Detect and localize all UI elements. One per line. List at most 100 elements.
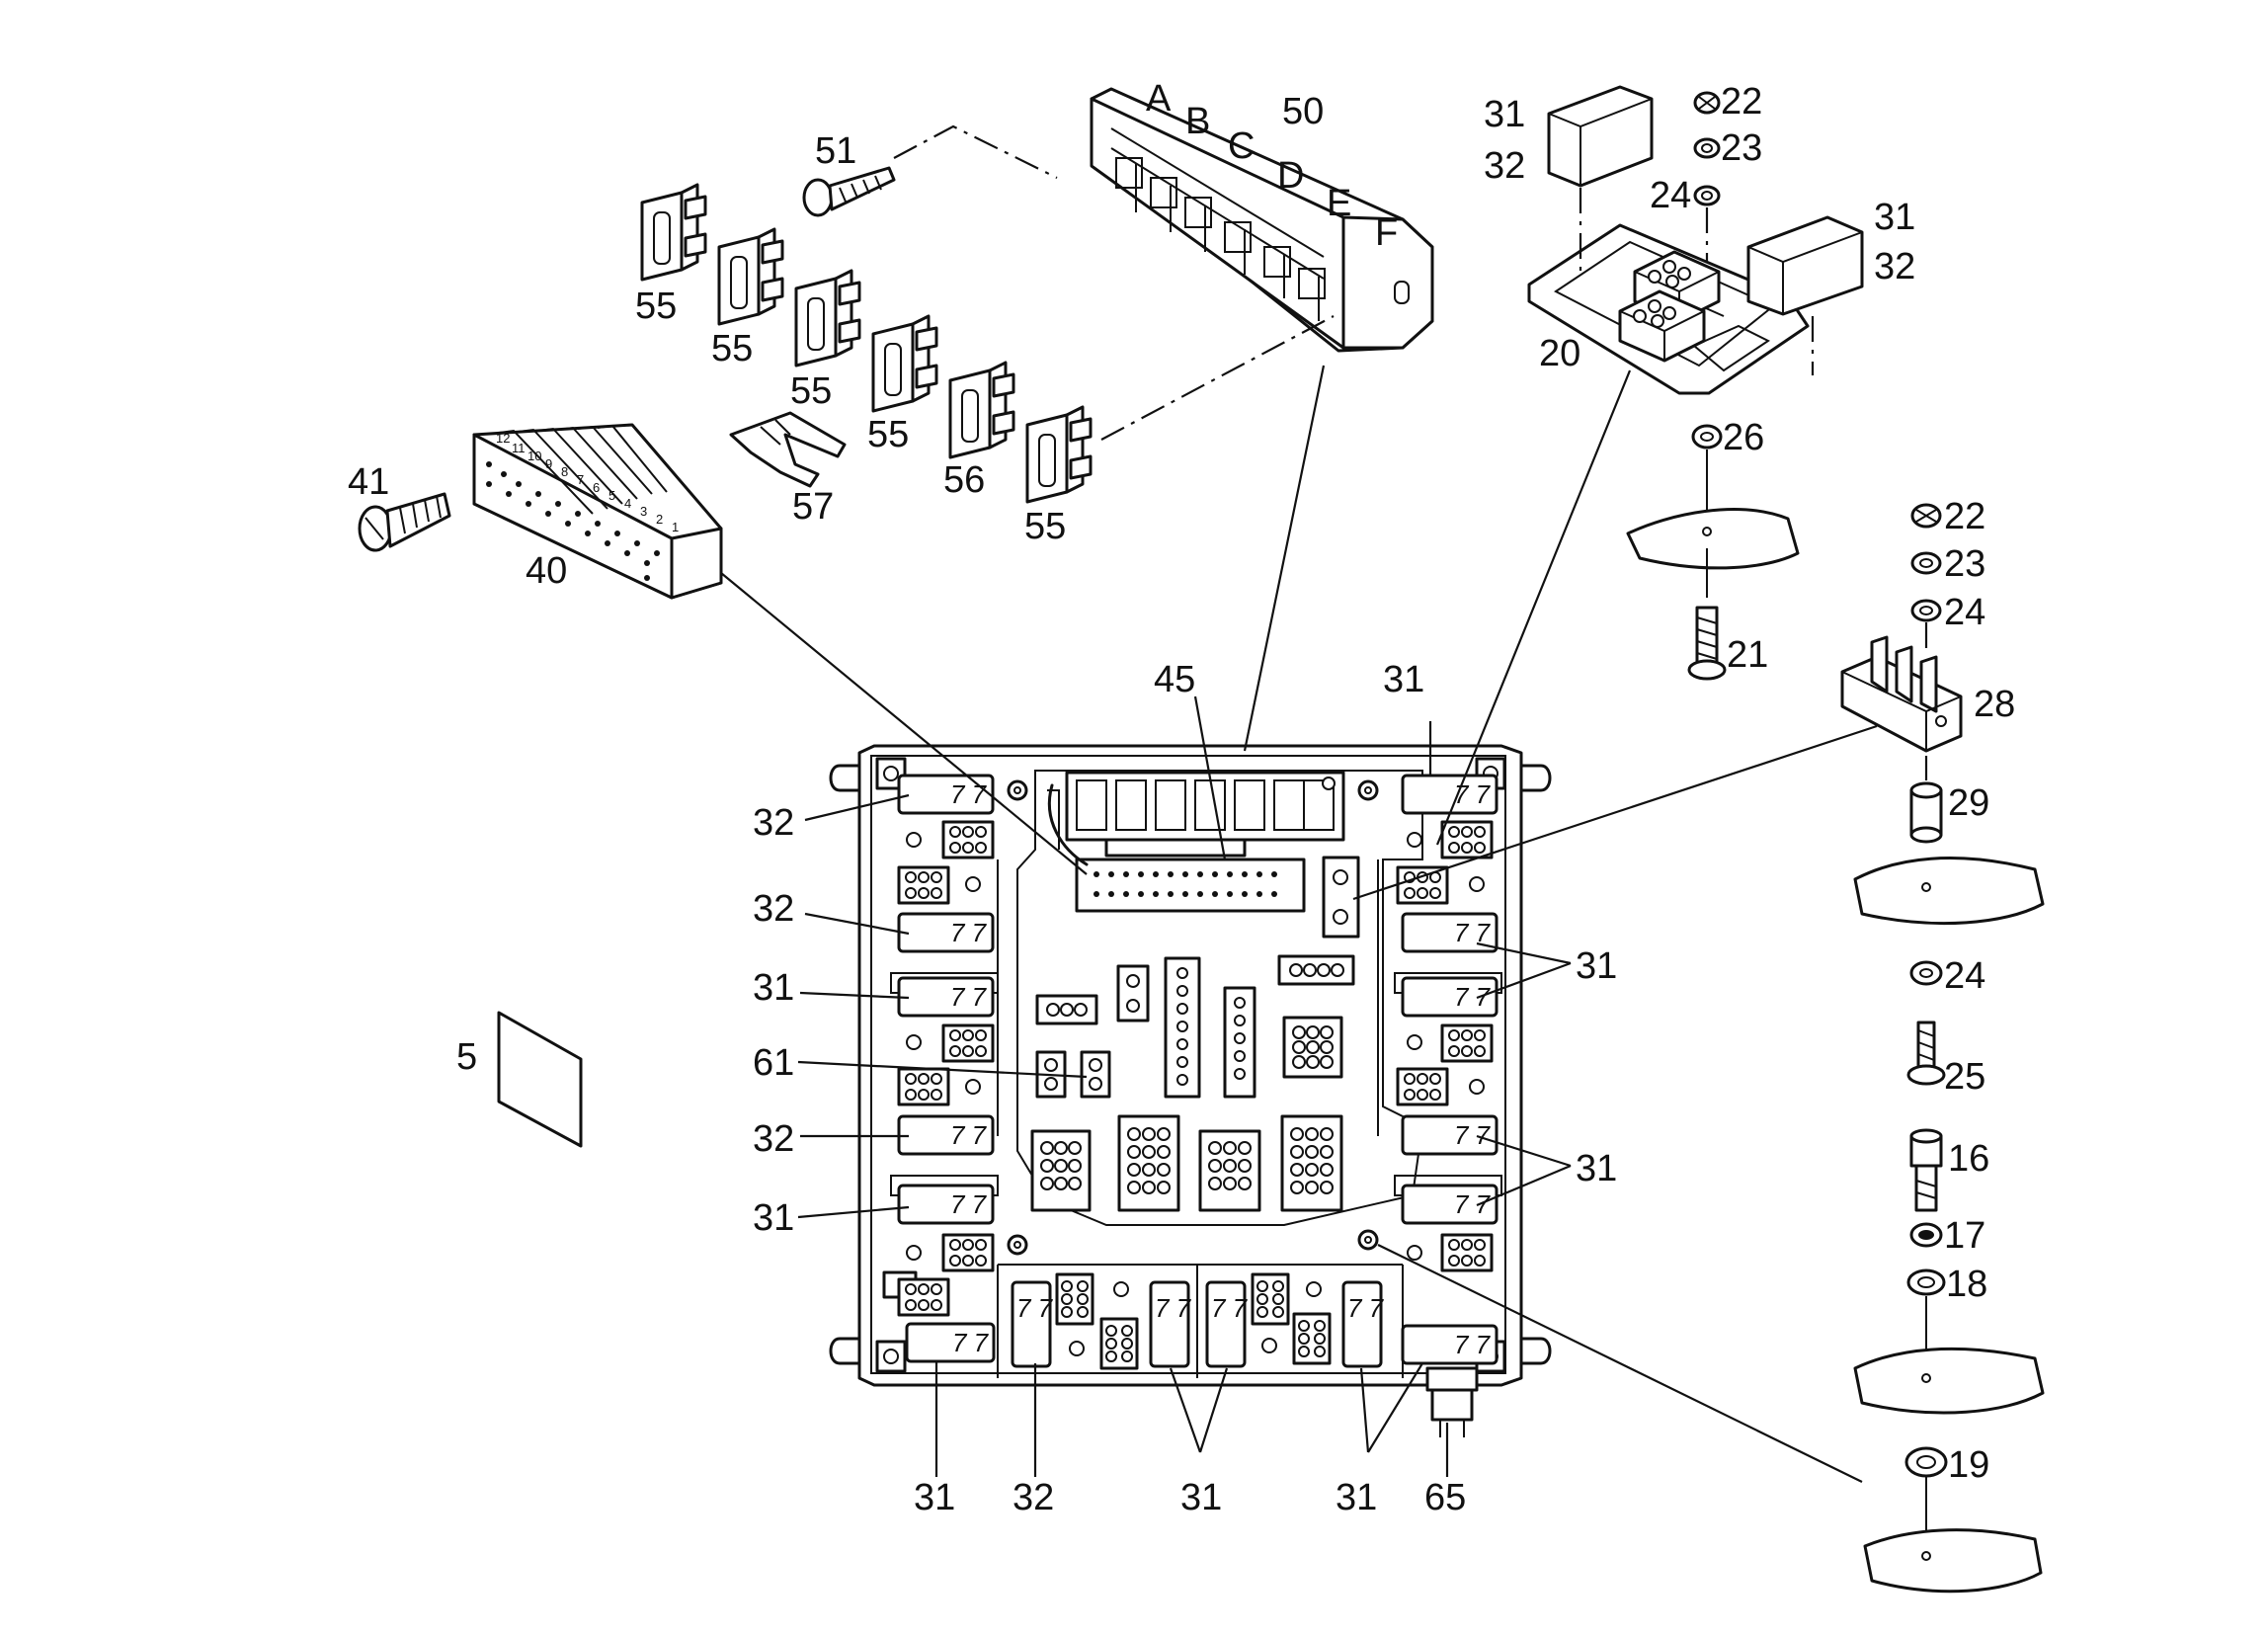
board-bolts <box>1007 779 1379 1256</box>
terminal-connector-40-mount <box>1047 783 1306 913</box>
callout-32-top: 32 <box>1484 145 1525 187</box>
fuse-box-50: A B C D E F <box>1090 78 1434 353</box>
callout-61: 61 <box>753 1042 794 1084</box>
hardware-stack-right <box>1840 503 2045 1594</box>
relay-marking-l2: 7 7 <box>950 918 988 947</box>
fuse-box-letter-c: C <box>1228 125 1255 167</box>
terminal-no-6: 6 <box>593 480 600 495</box>
relay-slot-b1: 7 7 <box>1011 1280 1054 1368</box>
relay-slot-b2: 7 7 <box>1149 1280 1192 1368</box>
relay-socket-b <box>1618 289 1706 363</box>
callout-17: 17 <box>1944 1215 1985 1257</box>
connector-c1 <box>1035 994 1098 1025</box>
callout-40: 40 <box>526 550 567 592</box>
callout-32-l1: 32 <box>753 802 794 844</box>
socket-b2 <box>1099 1317 1139 1370</box>
diagnostic-socket-65 <box>1425 1366 1479 1437</box>
relay-marking-l4: 7 7 <box>950 1120 988 1150</box>
relay-marking-l5: 7 7 <box>950 1189 988 1219</box>
callout-22-mid: 22 <box>1944 496 1985 537</box>
relay-slot-l6: 7 7 <box>905 1322 996 1363</box>
callout-18: 18 <box>1946 1264 1987 1305</box>
socket-r5 <box>1440 1233 1494 1272</box>
center-connectors <box>1030 954 1355 1212</box>
relay-marking-r3: 7 7 <box>1454 982 1492 1012</box>
screw-51 <box>802 166 896 217</box>
relay-slot-r4: 7 7 <box>1401 1114 1498 1156</box>
terminal-no-2: 2 <box>656 512 663 527</box>
callout-57: 57 <box>792 486 834 528</box>
callout-32-l4: 32 <box>753 1118 794 1160</box>
terminal-no-7: 7 <box>577 472 584 487</box>
relay-slot-l5: 7 7 <box>897 1184 995 1225</box>
socket-b3 <box>1251 1272 1290 1326</box>
socket-r4 <box>1396 1067 1449 1106</box>
fuse-box-letter-a: A <box>1146 78 1172 120</box>
screw-25 <box>1906 1021 1946 1086</box>
callout-31-b3: 31 <box>1180 1477 1222 1518</box>
terminal-no-12: 12 <box>496 431 510 446</box>
fuse-holder-45 <box>1065 771 1345 858</box>
spacer-29 <box>1909 781 1943 844</box>
callout-19: 19 <box>1948 1444 1989 1486</box>
side-connector <box>1322 856 1360 939</box>
callout-41: 41 <box>348 461 389 503</box>
callout-20: 20 <box>1539 333 1580 374</box>
callout-5: 5 <box>456 1036 477 1078</box>
callout-56: 56 <box>943 459 985 501</box>
callout-23-mid: 23 <box>1944 543 1985 585</box>
fuse-55e <box>1025 405 1093 504</box>
callout-29: 29 <box>1948 782 1989 824</box>
callout-65: 65 <box>1424 1477 1466 1518</box>
connector-c4 <box>1223 986 1256 1099</box>
label-sticker-5 <box>497 1011 583 1148</box>
blade-fuses <box>640 183 1093 504</box>
terminal-no-4: 4 <box>624 496 631 511</box>
terminal-no-9: 9 <box>545 456 552 471</box>
callout-24-top: 24 <box>1650 175 1691 216</box>
fuse-box-letter-e: E <box>1327 183 1351 224</box>
terminal-no-1: 1 <box>672 520 679 534</box>
relay-bracket-20 <box>1527 223 1810 395</box>
socket-l2 <box>897 865 950 905</box>
fuse-55c <box>794 269 861 368</box>
callout-32-b2: 32 <box>1012 1477 1054 1518</box>
callout-24-mid: 24 <box>1944 592 1985 633</box>
terminal-no-11: 11 <box>512 441 526 455</box>
relay-slot-r2: 7 7 <box>1401 912 1498 953</box>
socket-r2 <box>1396 865 1449 905</box>
terminal-no-5: 5 <box>608 488 615 503</box>
callout-24-low: 24 <box>1944 955 1985 997</box>
connector-c2 <box>1116 964 1150 1022</box>
relay-31-32-top <box>1547 85 1654 188</box>
callout-numbers: 50 51 55 55 55 55 56 55 57 41 40 5 45 31… <box>348 81 2015 1518</box>
socket-l5 <box>941 1233 995 1272</box>
relay-marking-r5: 7 7 <box>1454 1189 1492 1219</box>
terminal-strip-40: 12 11 10 9 8 7 6 5 4 3 2 1 <box>472 423 723 600</box>
relay-marking-b3: 7 7 <box>1211 1293 1249 1323</box>
right-relay-column: 7 7 7 7 7 7 7 7 7 7 7 7 <box>1394 774 1502 1365</box>
relay-marking-b2: 7 7 <box>1155 1293 1192 1323</box>
relay-marking-l1: 7 7 <box>950 779 988 809</box>
socket-b4 <box>1292 1312 1332 1365</box>
relay-31-32-right <box>1746 215 1864 316</box>
callout-31-board-top: 31 <box>1383 659 1424 700</box>
relay-slot-l3: 7 7 <box>897 976 995 1018</box>
screw-41 <box>358 492 451 552</box>
callout-32-right: 32 <box>1874 246 1915 287</box>
relay-slot-b4: 7 7 <box>1341 1280 1385 1368</box>
bolt-16 <box>1909 1128 1943 1212</box>
callout-32-l2: 32 <box>753 888 794 930</box>
callout-31-board-r1: 31 <box>1576 945 1617 987</box>
leader-lines <box>720 365 1878 1483</box>
relay-slot-r3: 7 7 <box>1401 976 1498 1018</box>
fuse-55d <box>871 314 938 413</box>
relay-marking-r2: 7 7 <box>1454 918 1492 947</box>
callout-31-b4: 31 <box>1336 1477 1377 1518</box>
fuse-box-letter-b: B <box>1185 101 1210 142</box>
connector-big-1 <box>1030 1129 1092 1212</box>
callout-31-right: 31 <box>1874 197 1915 238</box>
socket-l6 <box>897 1277 950 1317</box>
relay-marking-b1: 7 7 <box>1016 1293 1054 1323</box>
callout-16: 16 <box>1948 1138 1989 1180</box>
